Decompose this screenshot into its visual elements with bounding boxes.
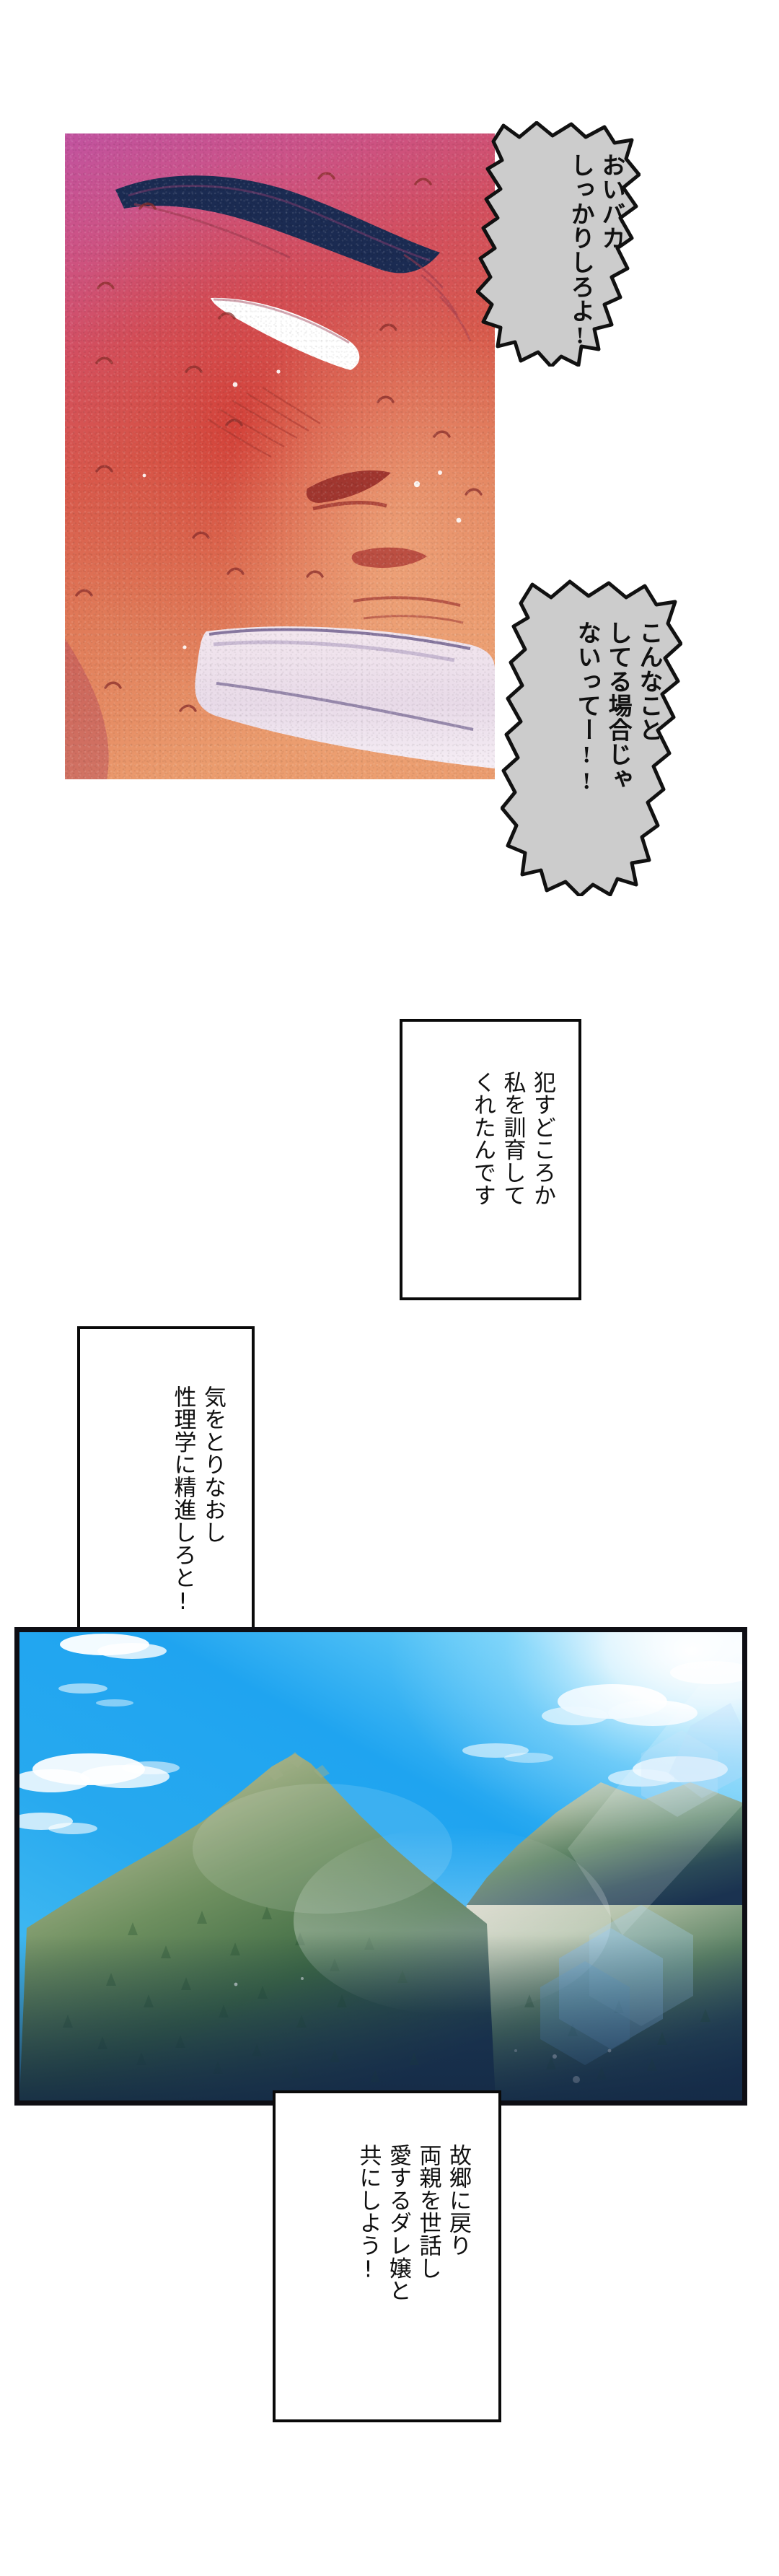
caption-box-3: 故郷に戻り 両親を世話し 愛するダレ嬢と 共にしよう! xyxy=(273,2090,501,2422)
caption-box-1: 犯すどころか 私を訓育して くれたんです xyxy=(400,1019,581,1300)
speech-bubble-shout-2-text: こんなこと してる場合じゃ ないってー!! xyxy=(573,621,661,795)
speech-bubble-shout-2: こんなこと してる場合じゃ ないってー!! xyxy=(501,579,682,896)
speech-bubble-shout-2-shape xyxy=(501,579,682,896)
caption-box-3-text: 故郷に戻り 両親を世話し 愛するダレ嬢と 共にしよう! xyxy=(355,2144,471,2303)
lens-flare-hexagons xyxy=(641,1703,742,1817)
teeth xyxy=(195,626,495,768)
speech-bubble-shout-1-text: おいバカ しっかりしろよ! xyxy=(567,153,624,350)
mountain-landscape-artwork xyxy=(19,1632,742,2100)
nose xyxy=(351,547,427,568)
eye-squint xyxy=(306,470,391,503)
speech-bubble-shout-1-shape xyxy=(476,121,641,367)
eyebrow xyxy=(115,175,440,273)
sweat-marks xyxy=(75,172,483,712)
mountain-landscape-panel xyxy=(14,1627,747,2106)
face-closeup-artwork xyxy=(65,133,495,779)
eye-white xyxy=(211,297,360,370)
caption-box-2-text: 気をとりなおし 性理学に精進しろと! xyxy=(170,1385,226,1616)
speech-bubble-shout-1: おいバカ しっかりしろよ! xyxy=(476,121,641,367)
sparkle-highlights xyxy=(142,369,462,649)
caption-box-2: 気をとりなおし 性理学に精進しろと! xyxy=(77,1326,255,1675)
caption-box-1-text: 犯すどころか 私を訓育して くれたんです xyxy=(469,1071,555,1206)
face-closeup-panel xyxy=(65,133,495,779)
